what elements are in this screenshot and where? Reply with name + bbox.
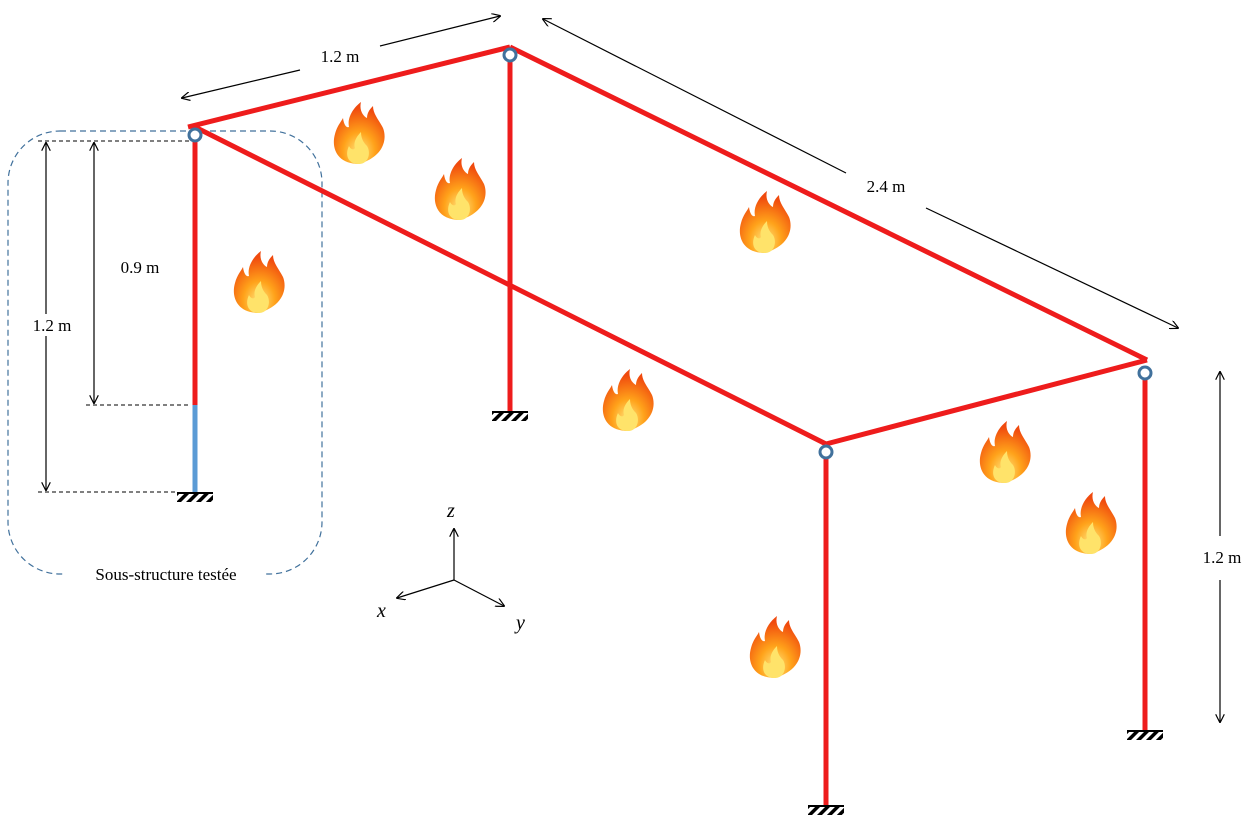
- flame-icon: [739, 191, 791, 253]
- hinge-icon: [1137, 365, 1153, 381]
- fixed-support-icon: [1126, 730, 1164, 741]
- dim-sub-height-label: 0.9 m: [121, 258, 160, 277]
- substructure-boundary: [7, 130, 323, 575]
- axis-y-label: y: [514, 612, 525, 634]
- axis-x-label: x: [376, 600, 386, 622]
- flame-icon: [749, 616, 801, 678]
- dim-arrow-top-width: [182, 69, 301, 98]
- dim-arrow-length: [925, 207, 1178, 328]
- axis-z-label: z: [446, 500, 455, 522]
- axis-x-arrow: [397, 579, 455, 598]
- fixed-support-icon: [807, 805, 845, 816]
- hinge-icon: [502, 47, 518, 63]
- dim-right-height-label: 1.2 m: [1203, 548, 1242, 567]
- beam-top-front: [825, 357, 1148, 447]
- dim-arrow-length: [543, 19, 847, 174]
- flame-icon: [979, 421, 1031, 483]
- beam-long-right: [508, 44, 1149, 363]
- flame-icon: [233, 251, 285, 313]
- axis-y-arrow: [453, 579, 504, 606]
- hinge-icon: [818, 444, 834, 460]
- fixed-support-icon: [491, 411, 529, 422]
- beam-top-back: [187, 44, 511, 130]
- flame-icon: [333, 102, 385, 164]
- dim-left-height-label: 1.2 m: [33, 316, 72, 335]
- flame-icon: [1065, 492, 1117, 554]
- flame-icon: [434, 158, 486, 220]
- dim-top-width-label: 1.2 m: [321, 47, 360, 66]
- substructure-label: Sous-structure testée: [95, 565, 236, 584]
- flame-icon: [602, 369, 654, 431]
- fixed-support-icon: [176, 492, 214, 503]
- hinge-icon: [187, 127, 203, 143]
- dim-arrow-top-width: [379, 16, 500, 47]
- beam-long-left: [193, 124, 828, 447]
- dim-length-label: 2.4 m: [867, 177, 906, 196]
